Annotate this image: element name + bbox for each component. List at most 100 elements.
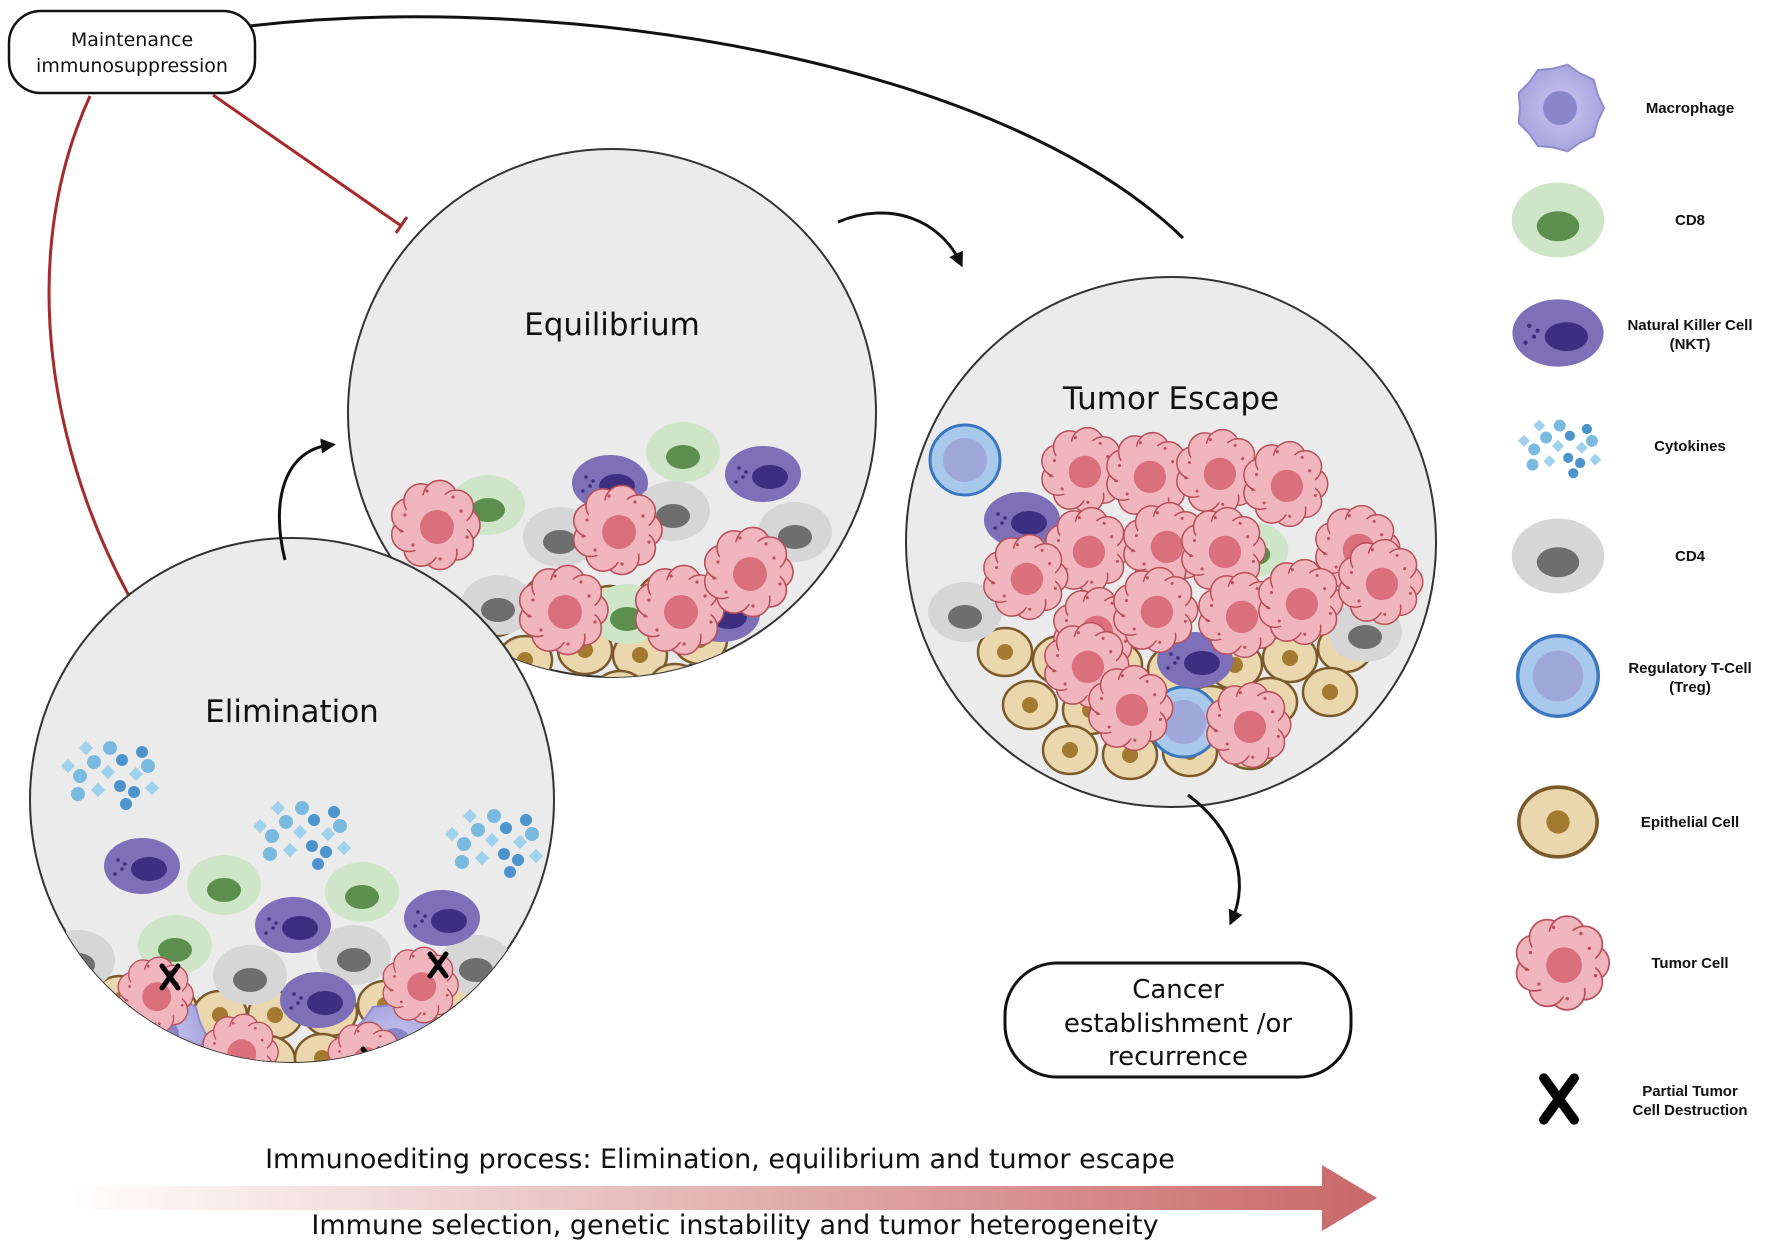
tumor-cell	[572, 484, 663, 576]
legend-label-cytokines: Cytokines	[1654, 438, 1726, 455]
tumor-cell	[703, 526, 794, 618]
epithelial-cell	[1301, 666, 1359, 718]
epithelial-cell	[113, 1066, 167, 1114]
epithelial-cell	[1041, 724, 1099, 776]
elimination-title: Elimination	[205, 694, 379, 730]
legend-item-epithelial: Epithelial Cell	[1517, 785, 1739, 859]
tumor-cell	[327, 1021, 404, 1062]
cd4-cell	[317, 925, 391, 985]
tumor-cell	[634, 564, 725, 656]
legend-sublabel-x: Cell Destruction	[1632, 1102, 1747, 1119]
legend-label-tumor: Tumor Cell	[1651, 955, 1728, 972]
epithelial-cell	[173, 1074, 227, 1122]
epithelial-cell	[646, 662, 704, 677]
epithelial-cell	[231, 1076, 285, 1124]
cd4-cell	[928, 582, 1002, 642]
natural-killer-cell	[984, 492, 1060, 548]
legend-label-cd4: CD4	[1675, 548, 1706, 565]
equilibrium-circle: Equilibrium	[347, 148, 877, 678]
natural-killer-cell	[404, 890, 480, 946]
tumor-escape-circle: Tumor Escape	[905, 276, 1437, 808]
maintenance-line2: immunosuppression	[36, 55, 228, 77]
natural-killer-cell	[1512, 299, 1604, 367]
maintenance-line1: Maintenance	[71, 29, 193, 51]
immunoediting-caption: Immunoediting process: Elimination, equi…	[265, 1144, 1175, 1175]
outcome-line3: recurrence	[1108, 1042, 1248, 1072]
epithelial-cell	[1001, 679, 1059, 731]
epithelial-cell	[76, 1019, 134, 1062]
tumor-cell	[1206, 681, 1292, 769]
epithelial-cell	[1517, 785, 1599, 859]
legend-item-macrophage: Macrophage	[1517, 63, 1734, 153]
outcome-line2: establishment /or	[1064, 1009, 1293, 1039]
cd4-cell	[1511, 518, 1605, 594]
elimination-to-equilibrium-arrow	[277, 438, 336, 561]
regulatory-t-cell	[928, 423, 1002, 497]
legend-item-treg: Regulatory T-Cell (Treg)	[1516, 634, 1752, 718]
tumor-cell	[1258, 558, 1344, 646]
immune-selection-caption: Immune selection, genetic instability an…	[311, 1210, 1158, 1241]
legend-sublabel-nkt: (NKT)	[1670, 336, 1711, 353]
tumor-cell	[1106, 431, 1192, 519]
destruction-x-mark	[1539, 1073, 1579, 1125]
cd4-cell	[213, 945, 287, 1005]
tumor-cell	[202, 1013, 279, 1062]
epithelial-cell	[976, 626, 1034, 678]
legend-item-tumor: Tumor Cell	[1515, 915, 1729, 1011]
legend-label-x: Partial Tumor	[1642, 1083, 1738, 1100]
elimination-circle: Elimination	[29, 537, 555, 1124]
legend-item-nkt: Natural Killer Cell (NKT)	[1512, 299, 1753, 367]
outcome-line1: Cancer	[1132, 975, 1224, 1005]
tumor-cell	[390, 479, 481, 571]
legend-item-cd4: CD4	[1511, 518, 1706, 594]
tumor-cell	[1113, 566, 1199, 654]
regulatory-t-cell	[1516, 634, 1600, 718]
cytokine-cluster	[60, 740, 160, 810]
legend-label-epithelial: Epithelial Cell	[1641, 814, 1739, 831]
epithelial-cell	[351, 1066, 405, 1114]
immunoediting-process-arrow: Immunoediting process: Elimination, equi…	[60, 1144, 1377, 1241]
cd8-cell	[1511, 182, 1605, 258]
destruction-x-mark	[427, 951, 449, 979]
legend-sublabel-treg: (Treg)	[1669, 679, 1711, 696]
maintenance-immunosuppression-box: Maintenance immunosuppression	[7, 9, 257, 95]
natural-killer-cell	[104, 838, 180, 894]
flow-arrows	[277, 211, 1243, 926]
epithelial-cell	[1261, 632, 1319, 684]
cytokine-cluster	[1517, 419, 1602, 479]
natural-killer-cell	[280, 972, 356, 1028]
legend-label-cd8: CD8	[1675, 212, 1705, 229]
tumor-cell	[1243, 440, 1329, 528]
legend-item-cytokines: Cytokines	[1517, 419, 1726, 479]
epithelial-cell	[591, 669, 649, 677]
tumor-cell	[983, 533, 1069, 621]
legend-label-macrophage: Macrophage	[1646, 100, 1734, 117]
tumor-cell	[1515, 915, 1611, 1011]
destruction-x-mark	[159, 963, 181, 991]
cancer-establishment-box: Cancer establishment /or recurrence	[1003, 961, 1353, 1079]
macrophage-cell	[1517, 63, 1606, 153]
epithelial-cell	[291, 1074, 345, 1122]
maintenance-to-escape-connector	[249, 15, 1185, 240]
cd4-cell	[41, 930, 115, 990]
equilibrium-title: Equilibrium	[524, 307, 700, 343]
legend-label-nkt: Natural Killer Cell	[1627, 317, 1752, 334]
tumor-cell	[1198, 571, 1284, 659]
tumor-escape-title: Tumor Escape	[1062, 381, 1279, 417]
legend-label-treg: Regulatory T-Cell	[1628, 660, 1751, 677]
legend-item-cd8: CD8	[1511, 182, 1705, 258]
tumor-cell	[1181, 506, 1267, 594]
epithelial-cell	[396, 1049, 454, 1062]
tumor-cell	[117, 956, 194, 1034]
tumor-cell	[1045, 506, 1131, 594]
cytokine-cluster	[444, 808, 544, 878]
cd8-cell	[646, 422, 720, 482]
equilibrium-to-escape-arrow	[837, 211, 963, 268]
cd8-cell	[187, 855, 261, 915]
escape-to-outcome-arrow	[1187, 793, 1243, 926]
escape-cells	[928, 423, 1424, 781]
equilibrium-cells	[390, 422, 832, 677]
